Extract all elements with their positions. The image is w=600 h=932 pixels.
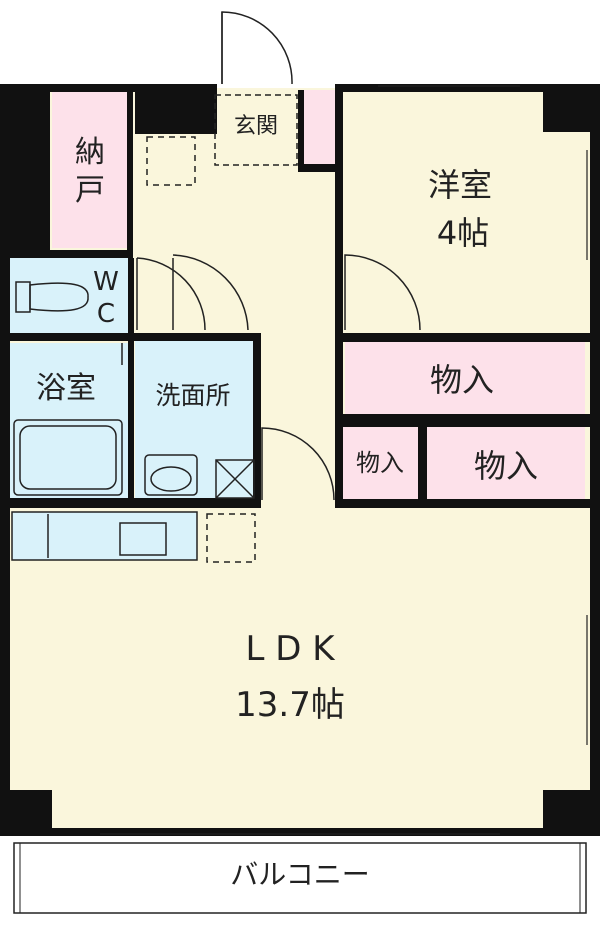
wc-door-swing: [136, 257, 206, 331]
closet-3-label: 物入: [474, 447, 538, 485]
column-bottom-left: [10, 790, 52, 830]
ldk-label: L D K: [245, 629, 336, 669]
wall-entrance-bottom: [298, 164, 340, 172]
wall-wet-bottom: [10, 498, 260, 508]
entrance-floor: [215, 90, 300, 162]
nando-label-line1: 納: [75, 135, 105, 170]
washbasin-bowl: [150, 466, 192, 492]
wall-closet1-bottom: [335, 414, 590, 427]
wall-closets-bottom: [335, 499, 590, 508]
washbasin: [144, 454, 198, 496]
wall-wc-bottom: [10, 333, 260, 341]
labels: 納 戸 玄関 洋室 4帖 W C 浴室 洗面所 物入 物入 物入 L D K 1…: [36, 114, 538, 891]
wall-top-left: [0, 84, 135, 92]
wall-top-block: [135, 84, 217, 134]
washroom-floor: [135, 340, 253, 500]
wall-bottom: [0, 828, 600, 836]
vent-kitchen: [206, 513, 256, 563]
ldk-size: 13.7帖: [235, 685, 345, 725]
closet-2-floor: [343, 427, 418, 499]
washroom-label: 洗面所: [155, 381, 230, 410]
western-door-swing: [344, 254, 421, 331]
walls: [0, 84, 600, 836]
wall-western-left: [335, 88, 343, 338]
front-door-swing: [221, 11, 293, 85]
washer-pan-x2: [215, 459, 255, 499]
western-room-size: 4帖: [437, 214, 489, 252]
column-top-right: [543, 90, 590, 132]
wc-label-line1: W: [93, 267, 119, 297]
balcony-floor: [13, 842, 587, 914]
wall-entrance-right: [298, 90, 304, 166]
balcony-inner-rail: [19, 842, 581, 914]
vent-hallway: [146, 136, 196, 186]
entrance-step: [214, 94, 298, 166]
bathtub-inner: [19, 425, 117, 490]
balcony-label: バルコニー: [230, 858, 369, 891]
column-top-left: [10, 90, 50, 250]
bathtub-outer: [13, 419, 123, 496]
kitchen-sink: [119, 522, 167, 556]
wall-washroom-right: [253, 333, 261, 508]
toilet-bowl: [29, 282, 89, 312]
nando-floor: [52, 90, 128, 248]
column-bottom-right: [543, 790, 590, 830]
windows: [100, 85, 588, 835]
washroom-door-swing: [172, 254, 249, 331]
doors: [121, 11, 421, 501]
wall-bath-right: [128, 340, 134, 500]
nando-label-line2: 戸: [75, 173, 105, 208]
wall-wc-top: [10, 250, 133, 258]
entrance-label: 玄関: [234, 114, 278, 139]
wall-top-right: [335, 84, 600, 92]
closet-3-floor: [427, 427, 585, 499]
closet-1-floor: [345, 342, 585, 414]
washer-pan: [215, 459, 255, 499]
wall-closet-left: [335, 333, 343, 508]
bath-label: 浴室: [36, 371, 96, 406]
closet-1-label: 物入: [430, 361, 494, 399]
wall-wc-right: [128, 258, 134, 333]
wall-nando-right: [127, 90, 133, 250]
kitchen-counter: [11, 511, 198, 561]
wc-label-line2: C: [97, 299, 115, 329]
ldk-door-swing: [261, 427, 335, 501]
fixtures: [13, 94, 298, 563]
wall-right: [590, 84, 600, 836]
closet-2-label: 物入: [356, 449, 404, 477]
toilet-tank: [15, 281, 31, 313]
wall-closet1-top: [335, 333, 590, 342]
entrance-strip: [303, 90, 335, 170]
western-room-label: 洋室: [428, 166, 492, 204]
wall-closet2-right: [418, 420, 427, 508]
wall-left: [0, 84, 10, 836]
